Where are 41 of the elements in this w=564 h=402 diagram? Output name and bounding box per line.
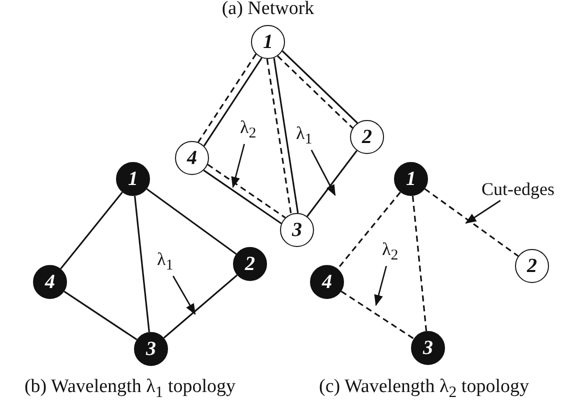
link-line xyxy=(203,170,282,224)
link-line xyxy=(306,150,358,217)
link-line xyxy=(64,290,138,340)
node-circle: 4 xyxy=(175,141,209,175)
leader-arrow xyxy=(310,150,336,196)
edge-label: λ$_{1}$ xyxy=(296,123,312,149)
link-line xyxy=(163,274,238,338)
dashed-link xyxy=(207,164,286,218)
node-circle: 1 xyxy=(394,162,428,196)
dashed-link xyxy=(424,188,519,257)
node-circle: 3 xyxy=(411,331,445,365)
link-line xyxy=(203,57,262,146)
panel-caption: (a) Network xyxy=(222,0,314,20)
leader-arrow xyxy=(465,200,501,224)
leader-arrow xyxy=(374,266,387,306)
node-circle: 2 xyxy=(233,247,267,281)
node-circle: 4 xyxy=(310,265,344,299)
node-circle: 3 xyxy=(280,213,314,247)
edge-label: Cut-edges xyxy=(482,178,554,200)
dashed-link xyxy=(340,290,414,340)
link-line xyxy=(134,196,150,332)
dashed-link xyxy=(337,192,401,270)
dashed-link xyxy=(198,54,257,143)
node-circle: 1 xyxy=(116,162,150,196)
link-line xyxy=(146,188,237,255)
dashed-link xyxy=(412,196,428,332)
link-line xyxy=(273,58,299,214)
edge-label: λ$_{1}$ xyxy=(157,249,174,275)
leader-arrow xyxy=(231,144,245,188)
node-circle: 2 xyxy=(515,249,549,283)
panel-caption: (b) Wavelength λ$_{1}$ topology xyxy=(24,376,236,402)
dashed-link xyxy=(266,58,292,214)
node-circle: 4 xyxy=(33,265,67,299)
node-circle: 3 xyxy=(134,332,168,366)
leader-arrow xyxy=(172,276,196,315)
edge-label: λ$_{2}$ xyxy=(240,117,256,143)
link-line xyxy=(60,192,123,270)
panel-caption: (c) Wavelength λ$_{2}$ topology xyxy=(319,376,529,402)
edge-label: λ$_{2}$ xyxy=(382,239,398,265)
node-circle: 1 xyxy=(251,25,285,59)
node-circle: 2 xyxy=(350,120,384,154)
